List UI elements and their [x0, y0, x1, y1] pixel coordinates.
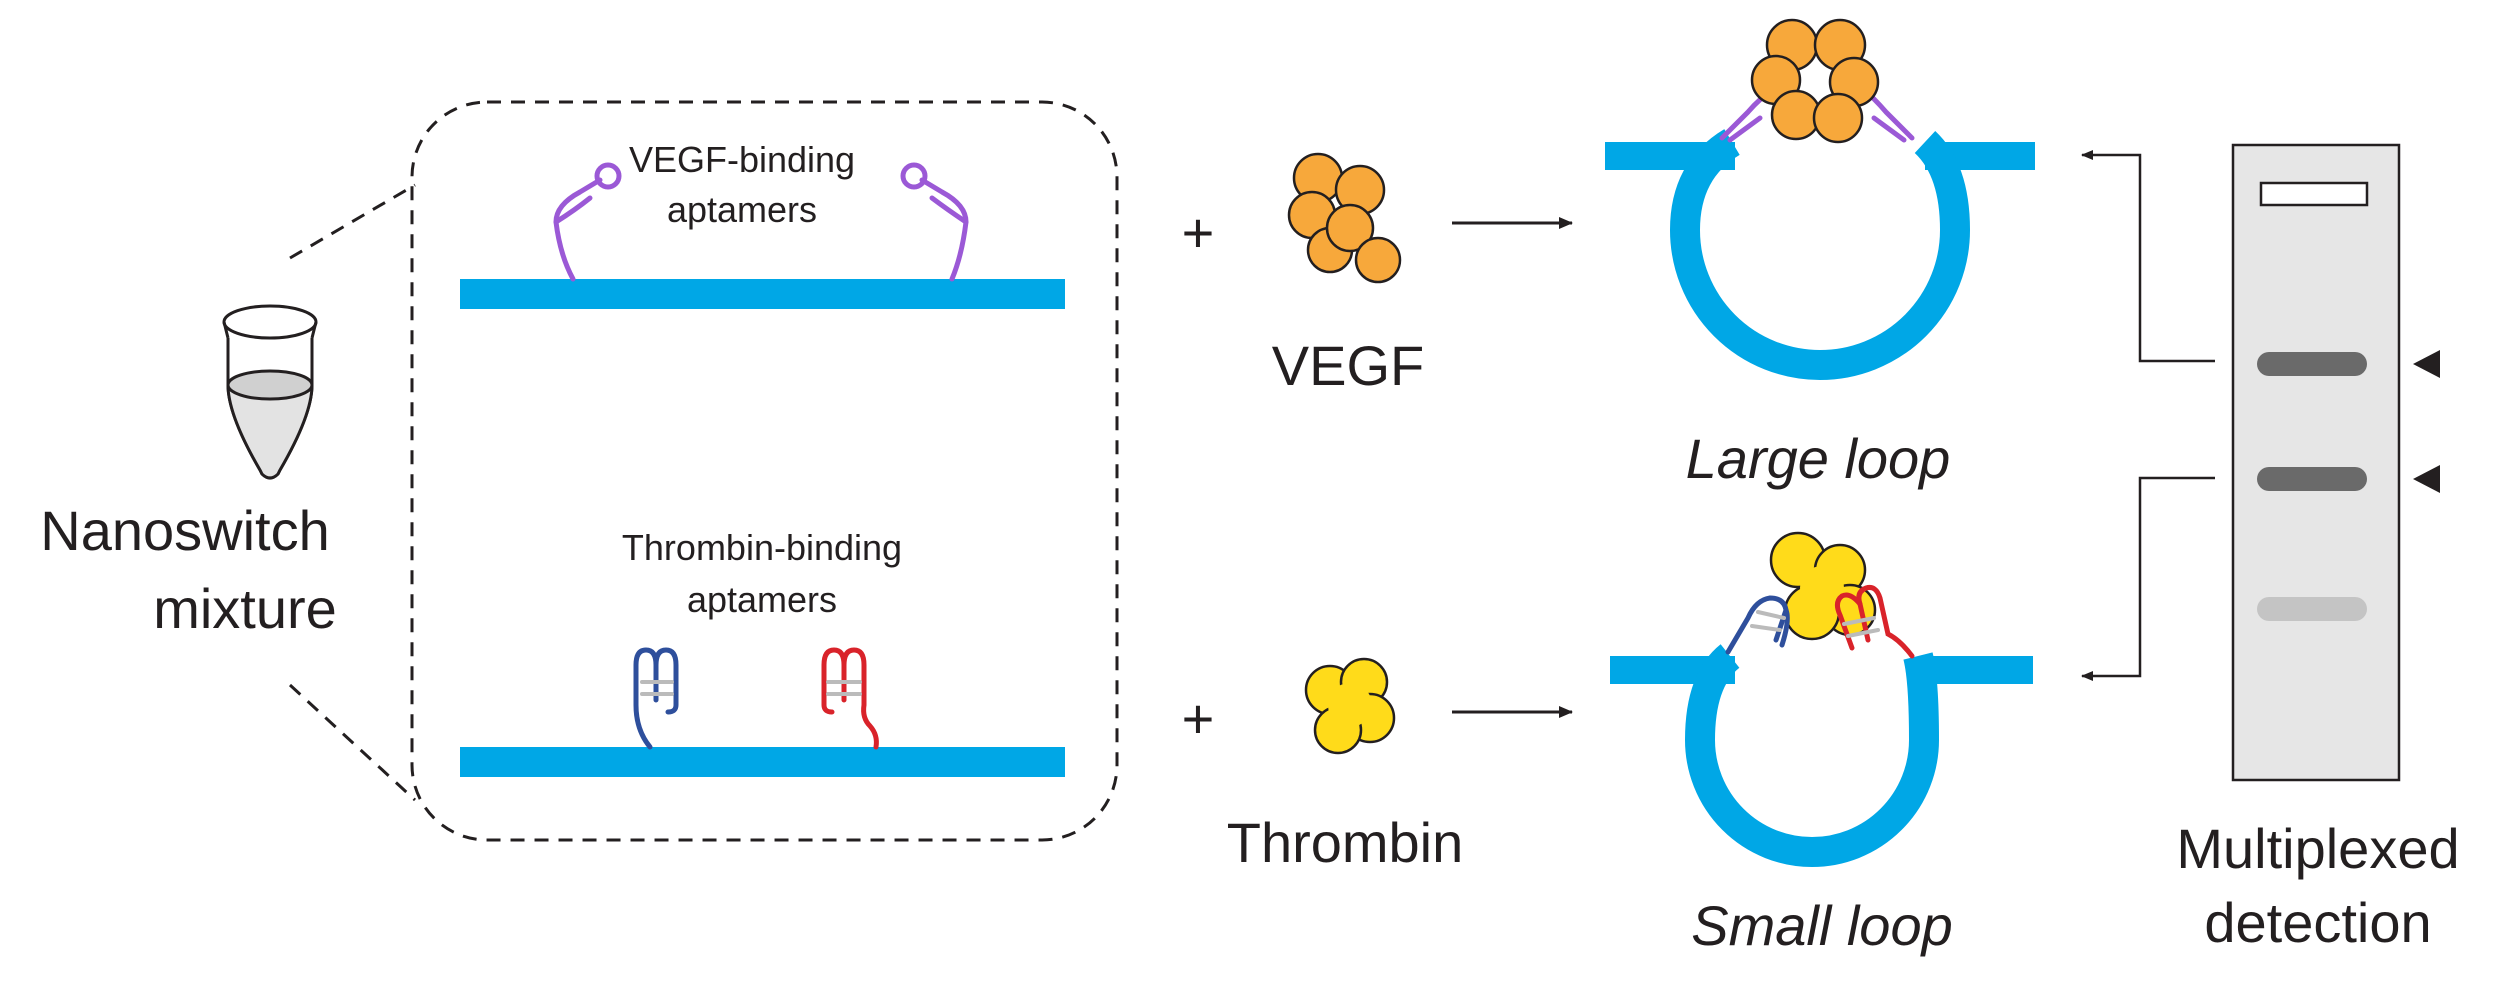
gel-well [2259, 181, 2369, 207]
thrombin-aptamers-label-line1: Thrombin-binding [622, 527, 902, 568]
vegf-aptamers-label-line1: VEGF-binding [629, 139, 855, 180]
large-loop-band-arrow [2081, 150, 2215, 363]
vegf-nanoswitch-dna [460, 279, 1065, 309]
thrombin-label: Thrombin [1227, 811, 1464, 874]
plus-sign-bottom: + [1182, 687, 1215, 750]
small-loop-thrombin-icon [1769, 531, 1877, 641]
zoom-line-bottom [288, 683, 417, 802]
vegf-protein-icon [1287, 152, 1402, 284]
thrombin-protein-icon [1304, 657, 1396, 755]
test-tube-icon [222, 304, 318, 480]
small-loop-structure [1610, 644, 2033, 867]
vegf-aptamer-left [553, 162, 622, 282]
large-loop-structure [1605, 129, 2035, 380]
gel-lane [2231, 143, 2401, 782]
small-loop-aptamer-blue [1725, 595, 1790, 655]
zoom-box [410, 100, 1119, 842]
thrombin-nanoswitch-dna [460, 747, 1065, 777]
nanoswitch-label-line1: Nanoswitch [40, 499, 329, 562]
detection-label-line2: detection [2204, 891, 2431, 954]
vegf-aptamers-label-line2: aptamers [667, 189, 817, 230]
small-loop-band-arrow [2081, 476, 2215, 681]
large-loop-vegf-icon [1750, 18, 1880, 144]
small-loop-band [2257, 467, 2367, 491]
large-loop-band [2257, 352, 2367, 376]
band-marker-bottom-icon [2413, 465, 2440, 493]
plus-sign-top: + [1182, 201, 1215, 264]
vegf-aptamer-right [900, 162, 969, 282]
thrombin-aptamer-blue [633, 647, 679, 750]
unlooped-band [2257, 597, 2367, 621]
small-loop-label: Small loop [1691, 894, 1952, 957]
small-loop-aptamer-red [1834, 585, 1915, 659]
zoom-line-top [289, 183, 416, 260]
vegf-label: VEGF [1272, 334, 1424, 397]
thrombin-aptamer-red [821, 647, 879, 750]
large-loop-label: Large loop [1686, 427, 1951, 490]
detection-label-line1: Multiplexed [2176, 817, 2459, 880]
thrombin-aptamers-label-line2: aptamers [687, 579, 837, 620]
band-marker-top-icon [2413, 350, 2440, 378]
nanoswitch-label-line2: mixture [153, 577, 337, 640]
